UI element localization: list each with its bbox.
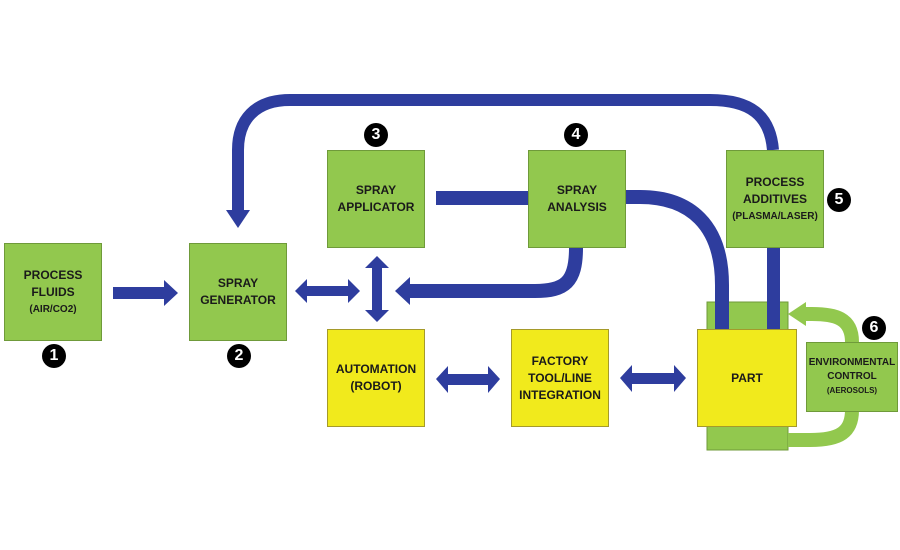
- node-process-fluids[interactable]: PROCESS FLUIDS (AIR/CO2): [4, 243, 102, 341]
- arrow-generator-hub-right: [348, 279, 360, 303]
- arrow-applicator-automation-up: [365, 256, 389, 268]
- arrow-automation-factory-left: [436, 366, 448, 393]
- arrow-applicator-to-analysis: [436, 191, 528, 205]
- arrow-generator-hub-left: [295, 279, 307, 303]
- node-spray-applicator[interactable]: SPRAY APPLICATOR: [327, 150, 425, 248]
- arrow-fluids-to-generator-head: [164, 280, 178, 306]
- env-loop-top-arrow: [804, 307, 859, 343]
- node-spray-generator-label: SPRAY GENERATOR: [200, 276, 276, 307]
- node-environmental-control-label: ENVIRONMENTAL CONTROL: [808, 357, 896, 382]
- arrow-analysis-to-hub-head: [395, 277, 410, 305]
- arrow-generator-hub-shaft: [303, 286, 349, 296]
- node-process-additives[interactable]: PROCESS ADDITIVES (PLASMA/LASER): [726, 150, 824, 248]
- node-process-fluids-label: PROCESS FLUIDS: [23, 267, 83, 299]
- arrow-analysis-to-hub: [410, 247, 583, 298]
- node-spray-applicator-label: SPRAY APPLICATOR: [337, 183, 415, 214]
- node-automation[interactable]: AUTOMATION (ROBOT): [327, 329, 425, 427]
- arrow-additives-to-generator-head: [226, 210, 250, 228]
- node-spray-analysis-label: SPRAY ANALYSIS: [547, 183, 607, 214]
- arrow-automation-factory-shaft: [445, 374, 490, 385]
- arrow-factory-part-left: [620, 365, 632, 392]
- badge-5: 5: [827, 188, 851, 212]
- node-process-fluids-sub: (AIR/CO2): [29, 303, 77, 315]
- arrow-applicator-automation-shaft: [372, 266, 382, 316]
- node-environmental-control-sub: (AEROSOLS): [826, 386, 878, 395]
- badge-1: 1: [42, 344, 66, 368]
- arrow-analysis-to-part: [625, 190, 729, 340]
- arrow-applicator-automation-down: [365, 310, 389, 322]
- node-part[interactable]: PART: [697, 329, 797, 427]
- node-spray-generator[interactable]: SPRAY GENERATOR: [189, 243, 287, 341]
- node-process-additives-sub: (PLASMA/LASER): [732, 210, 818, 222]
- badge-4: 4: [564, 123, 588, 147]
- env-loop-arrowhead: [788, 302, 806, 326]
- badge-2: 2: [227, 344, 251, 368]
- arrow-automation-factory-right: [488, 366, 500, 393]
- arrow-additives-to-part: [767, 248, 780, 340]
- node-factory-integration-label: FACTORY TOOL/LINE INTEGRATION: [519, 353, 601, 402]
- arrow-factory-part-right: [674, 365, 686, 392]
- node-spray-analysis[interactable]: SPRAY ANALYSIS: [528, 150, 626, 248]
- node-process-additives-label: PROCESS ADDITIVES: [742, 174, 807, 206]
- node-part-label: PART: [731, 370, 763, 385]
- badge-6: 6: [862, 316, 886, 340]
- node-environmental-control[interactable]: ENVIRONMENTAL CONTROL (AEROSOLS): [806, 342, 898, 412]
- arrow-fluids-to-generator: [113, 287, 165, 299]
- env-loop-bottom: [788, 409, 859, 447]
- arrow-factory-part-shaft: [629, 373, 676, 384]
- node-automation-label: AUTOMATION (ROBOT): [335, 362, 417, 393]
- node-factory-integration[interactable]: FACTORY TOOL/LINE INTEGRATION: [511, 329, 609, 427]
- badge-3: 3: [364, 123, 388, 147]
- arrow-additives-to-generator: [232, 94, 779, 210]
